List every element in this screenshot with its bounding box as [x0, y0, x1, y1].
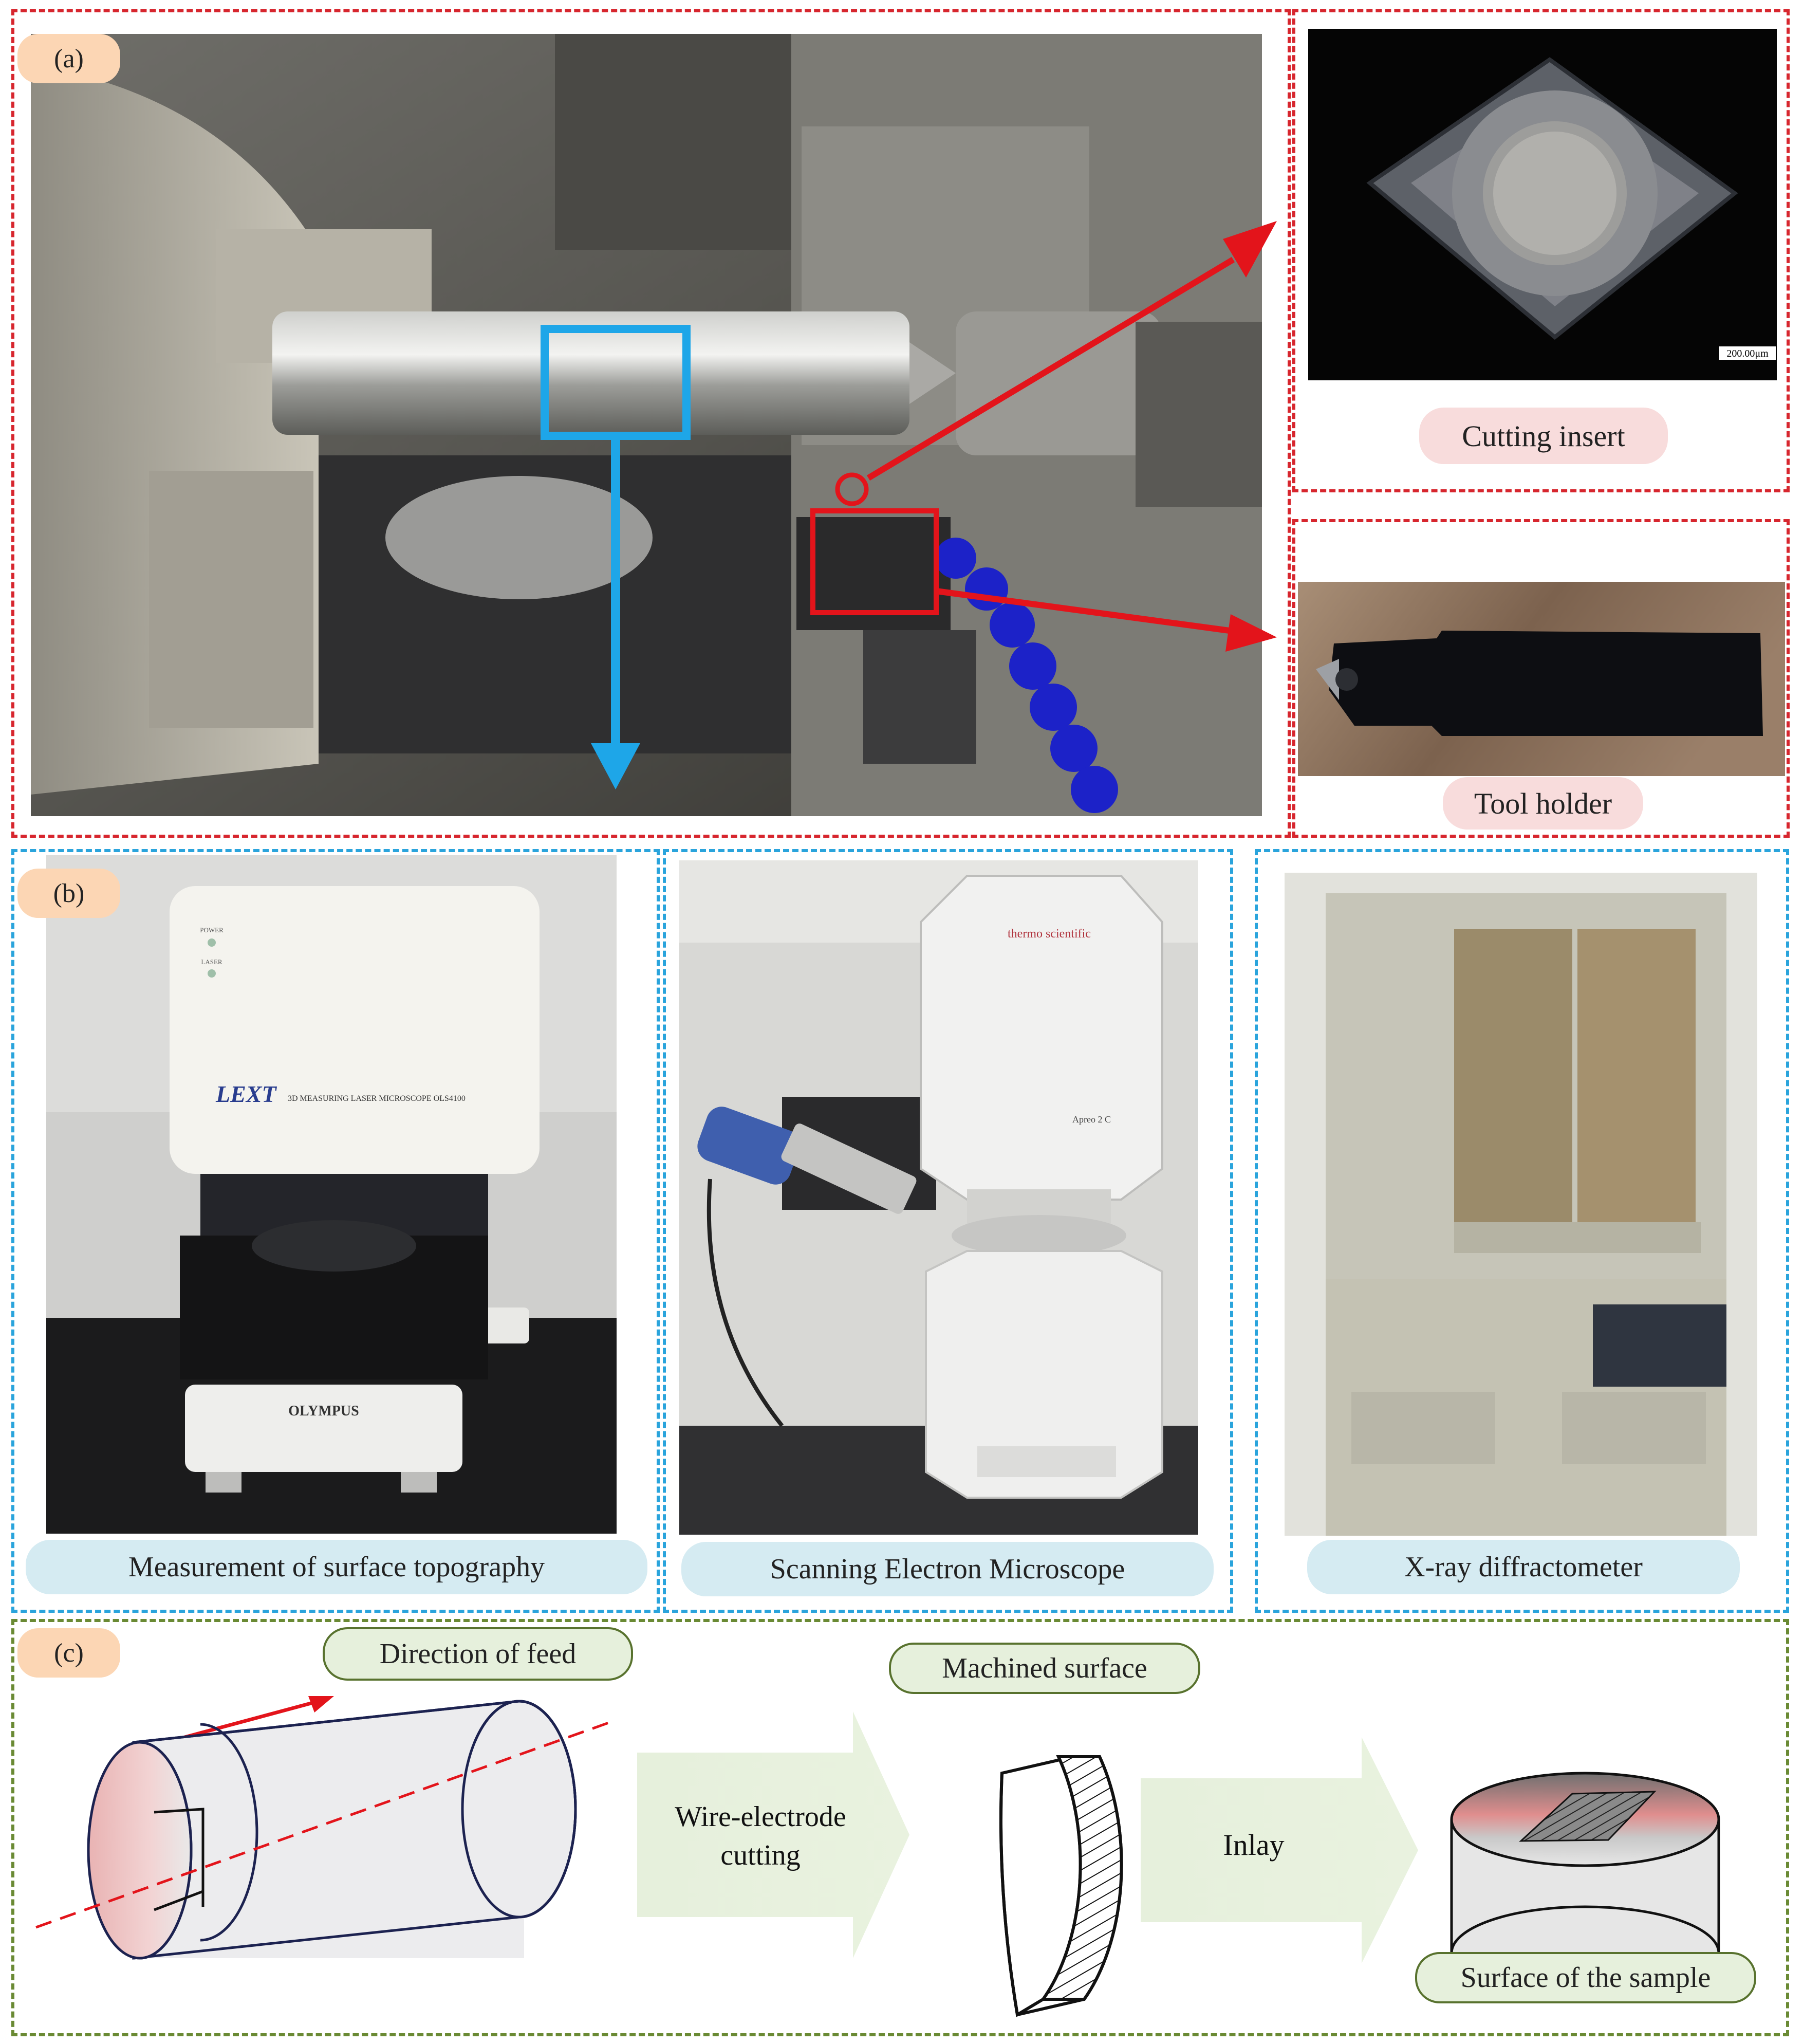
cutting-insert-photo: 200.00μm: [1308, 29, 1777, 380]
panel-c-tag: (c): [17, 1628, 120, 1678]
step-arrow-cutting: [637, 1711, 909, 1958]
step-arrow-inlay: [1141, 1737, 1418, 1963]
cutting-insert-label: Cutting insert: [1419, 408, 1668, 464]
sem-model-text: Apreo 2 C: [1072, 1114, 1111, 1125]
topography-label: Measurement of surface topography: [26, 1540, 647, 1594]
xrd-label: X-ray diffractometer: [1307, 1540, 1740, 1594]
sem-label: Scanning Electron Microscope: [681, 1542, 1214, 1596]
insert-highlight-circle: [835, 472, 869, 506]
step1-text-line1: Wire-electrode: [675, 1801, 846, 1833]
tool-holder-highlight-box: [810, 508, 939, 615]
sem-brand-text: thermo scientific: [1008, 927, 1091, 941]
lext-sub-text: 3D MEASURING LASER MICROSCOPE OLS4100: [288, 1094, 466, 1103]
lathe-photo: [31, 34, 1262, 816]
workpiece-cylinder: [35, 1700, 612, 1960]
sem-photo: thermo scientific Apreo 2 C: [679, 860, 1198, 1535]
step1-text-line2: cutting: [720, 1839, 801, 1871]
panel-a-holder-frame: [1292, 519, 1790, 838]
laser-microscope-photo: POWER LASER LEXT 3D MEASURING LASER MICR…: [46, 855, 617, 1534]
panel-a-arrows: [866, 221, 1277, 652]
panel-c-frame: [11, 1619, 1789, 2036]
feed-direction-label: Direction of feed: [323, 1627, 633, 1681]
panel-b-tag: (b): [17, 869, 120, 918]
tool-holder-photo: [1298, 582, 1785, 776]
tool-holder-label: Tool holder: [1443, 777, 1643, 830]
lext-text: LEXT: [215, 1081, 277, 1107]
laser-text: LASER: [201, 958, 222, 966]
panel-b-frame-sem: [663, 849, 1233, 1613]
panel-a-tag: (a): [17, 34, 120, 83]
panel-b-frame-xrd: [1255, 849, 1789, 1613]
power-text: POWER: [200, 926, 224, 934]
olympus-text: OLYMPUS: [288, 1403, 359, 1419]
panel-a-frame: [11, 9, 1291, 838]
xrd-photo: [1285, 873, 1757, 1536]
panel-b-frame-topography: [11, 849, 660, 1613]
insert-scale-text: 200.00μm: [1726, 348, 1769, 359]
machined-surface-label: Machined surface: [889, 1643, 1200, 1694]
panel-c-diagram: Wire-electrode cutting: [35, 1696, 1720, 2017]
machined-slice: [999, 1755, 1123, 2017]
inlay-label: Inlay: [1223, 1828, 1285, 1862]
sample-surface-label: Surface of the sample: [1415, 1952, 1756, 2003]
panel-a-insert-frame: [1292, 9, 1790, 492]
